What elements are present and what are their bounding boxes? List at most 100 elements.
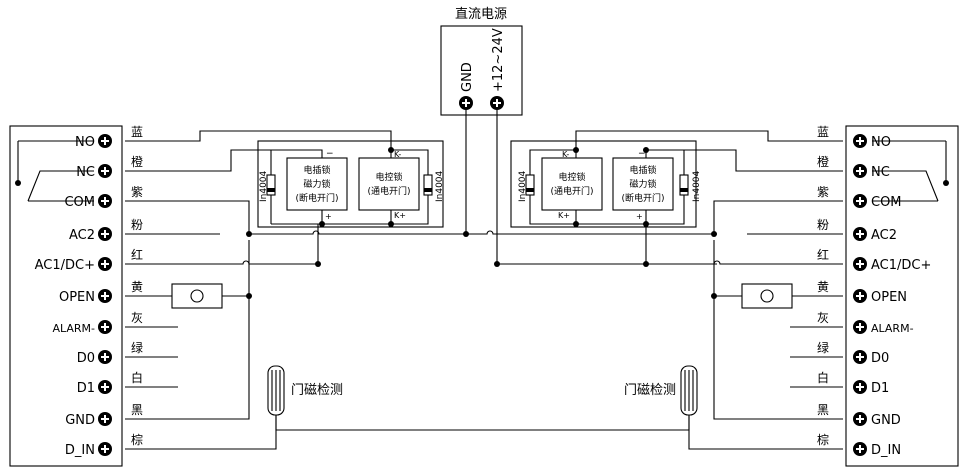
right-exit-button [741,283,793,309]
right-ac1-wire [645,224,843,265]
right-door-sensor-label: 门磁检测 [624,383,676,398]
right-mag-minus-label: − [638,149,646,159]
screw-terminal-icon [853,257,867,271]
left-strike-lock-box [358,157,420,211]
right-terminal-3: AC2 粉 [817,218,897,243]
right-terminal-strip: NO蓝NC橙COM紫AC2粉AC1/DC+红OPEN黄ALARM-灰D0绿D1白… [817,125,931,458]
right-wire-color-label: 蓝 [817,125,829,139]
left-nc-wire [125,149,322,172]
left-common-rail [249,230,466,235]
left-terminal-6: ALARM-灰 [52,311,143,335]
right-diode1-label: In4004 [518,170,528,202]
left-terminal-10: D_IN棕 [65,432,143,458]
left-wire-color-label: 黄 [131,280,143,294]
screw-terminal-icon [853,134,867,148]
left-wire-color-label: 橙 [131,154,143,169]
right-wire-color-label: 白 [817,370,829,385]
left-com-wire [125,200,250,234]
screw-terminal-icon [853,164,867,178]
right-wire-color-label: 紫 [817,185,829,199]
right-terminal-0: NO 蓝 [817,125,891,150]
left-wire-color-label: 绿 [131,340,143,355]
right-wire-color-label: 红 [817,247,829,262]
right-terminal-10: D_IN 棕 [817,432,901,458]
left-terminal-label: ALARM- [52,322,95,335]
right-mag-plus-label: + [636,212,643,221]
left-ac1-wire [125,224,319,265]
left-diode-2 [423,174,433,196]
left-terminal-label: D_IN [65,443,95,458]
left-gnd-wire [125,240,250,420]
right-controller-box [845,125,959,467]
right-wire-color-label: 黑 [817,403,829,417]
screw-terminal-icon [853,289,867,303]
right-wire-color-label: 粉 [817,218,829,232]
left-terminal-label: D1 [77,381,95,396]
right-diode2-label: In4004 [692,170,702,202]
left-diode-1 [266,174,276,196]
right-mag-lock-line1: 电插锁 [629,164,656,176]
left-strike-lock-line1: 电控锁 [375,171,402,183]
power-gnd-label: GND [460,62,475,92]
left-terminal-5: OPEN 黄 [59,280,143,305]
power-supply-box [440,25,523,116]
right-nc-wire [646,149,843,172]
left-terminal-strip: NO蓝NC橙COM紫AC2粉AC1/DC+红OPEN黄ALARM-灰D0绿D1白… [35,125,143,458]
left-wire-color-label: 白 [131,370,143,385]
right-terminal-label: AC2 [871,228,897,243]
left-mag-minus-wire [271,149,323,158]
screw-terminal-icon [98,320,112,334]
left-terminal-7: D0绿 [77,340,143,366]
left-mag-plus-wire [271,210,323,225]
right-wire-color-label: 灰 [817,311,829,325]
left-no-wire [125,130,392,150]
left-terminal-label: OPEN [59,290,95,305]
right-terminal-label: ALARM- [871,322,914,335]
left-wire-color-label: 红 [131,247,143,262]
right-terminal-label: NO [871,135,891,150]
left-strike-lock-line2: (通电开门) [367,185,410,197]
left-mag-minus-label: − [326,149,334,159]
right-door-sensor [680,365,698,416]
left-lock-panel [257,140,444,228]
sensor-link-wire [275,415,690,431]
screw-terminal-icon [98,442,112,456]
right-com-wire [713,200,843,234]
right-relay-nc-wire [872,170,939,202]
screw-terminal-icon [853,320,867,334]
left-relay-nc-wire [27,170,94,202]
left-din-wire [125,366,277,450]
screw-terminal-icon [853,194,867,208]
right-terminal-label: D0 [871,351,889,366]
right-no-wire [575,130,843,150]
right-mag-lock-line2: 磁力锁 [629,178,656,190]
screw-terminal-icon [98,350,112,364]
right-terminal-label: D1 [871,381,889,396]
left-terminal-label: NO [75,135,95,150]
left-mag-lock-line3: (断电开门) [295,192,338,204]
screw-terminal-icon [98,164,112,178]
left-wire-color-label: 紫 [131,185,143,199]
screw-terminal-icon [853,442,867,456]
screw-terminal-icon [98,257,112,271]
right-strike-kminus-label: K- [562,150,569,159]
right-wire-color-label: 棕 [817,432,829,447]
left-mag-plus-label: + [325,212,332,221]
left-terminal-label: AC2 [69,228,95,243]
screw-terminal-icon [98,380,112,394]
right-terminal-label: D_IN [871,443,901,458]
left-diode2-label: In4004 [435,170,445,202]
right-strike-lock-line1: 电控锁 [558,171,585,183]
left-controller-box [9,125,123,467]
left-terminal-8: D1 白 [77,370,143,396]
right-diode1-wire [529,149,577,225]
right-terminal-label: COM [871,195,902,210]
screw-terminal-icon [459,96,473,110]
right-terminal-6: ALARM- 灰 [817,311,914,335]
right-mag-lock-line3: (断电开门) [621,192,664,204]
left-terminal-label: GND [65,413,95,428]
